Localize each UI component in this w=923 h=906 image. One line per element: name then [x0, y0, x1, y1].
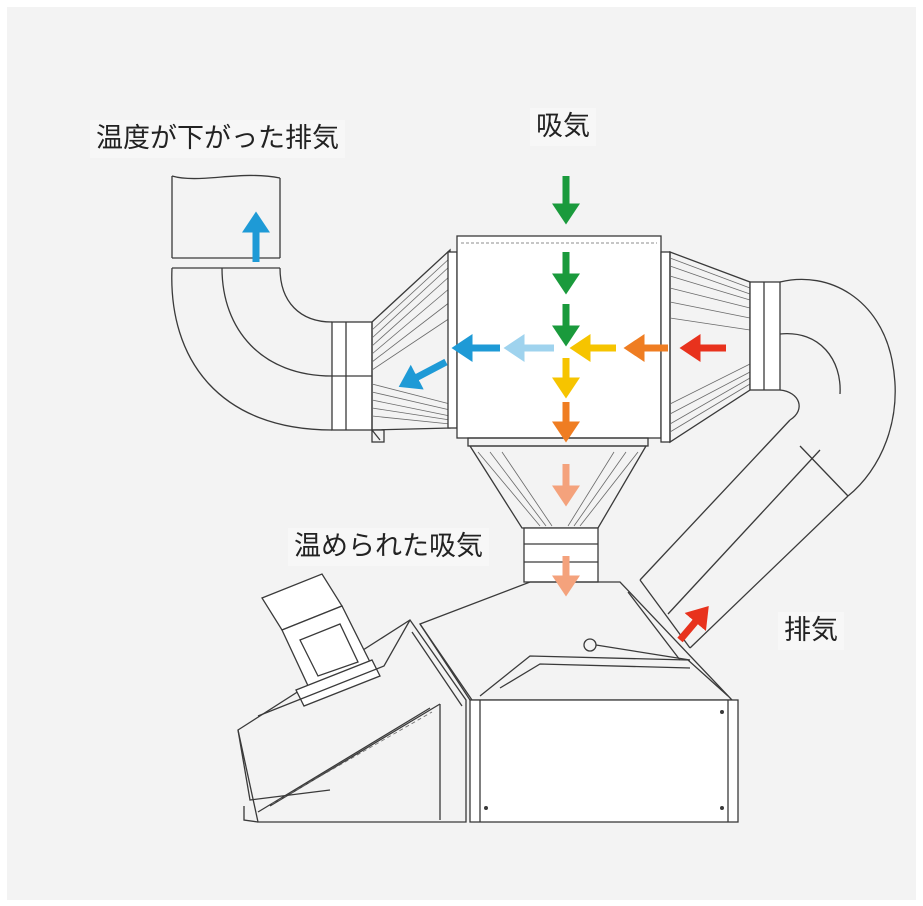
core-funnel: [468, 445, 648, 583]
conveyor-unit: [237, 573, 471, 823]
heat-exchanger-core: [456, 235, 662, 447]
red-arrow-exhaust: [677, 605, 709, 643]
oven-body: [418, 581, 739, 823]
flow-arrows: [242, 176, 726, 643]
motor: [257, 573, 411, 717]
left-hood: [371, 248, 458, 431]
right-exhaust-duct: [627, 278, 896, 661]
left-outlet-duct: [171, 174, 385, 443]
exhaust-label: 排気: [778, 612, 844, 650]
blue-arrow-diagonal: [398, 358, 448, 390]
warmed-intake-label: 温められた吸気: [288, 528, 489, 566]
cooled-exhaust-label: 温度が下がった排気: [90, 120, 345, 158]
intake-label: 吸気: [530, 108, 596, 146]
